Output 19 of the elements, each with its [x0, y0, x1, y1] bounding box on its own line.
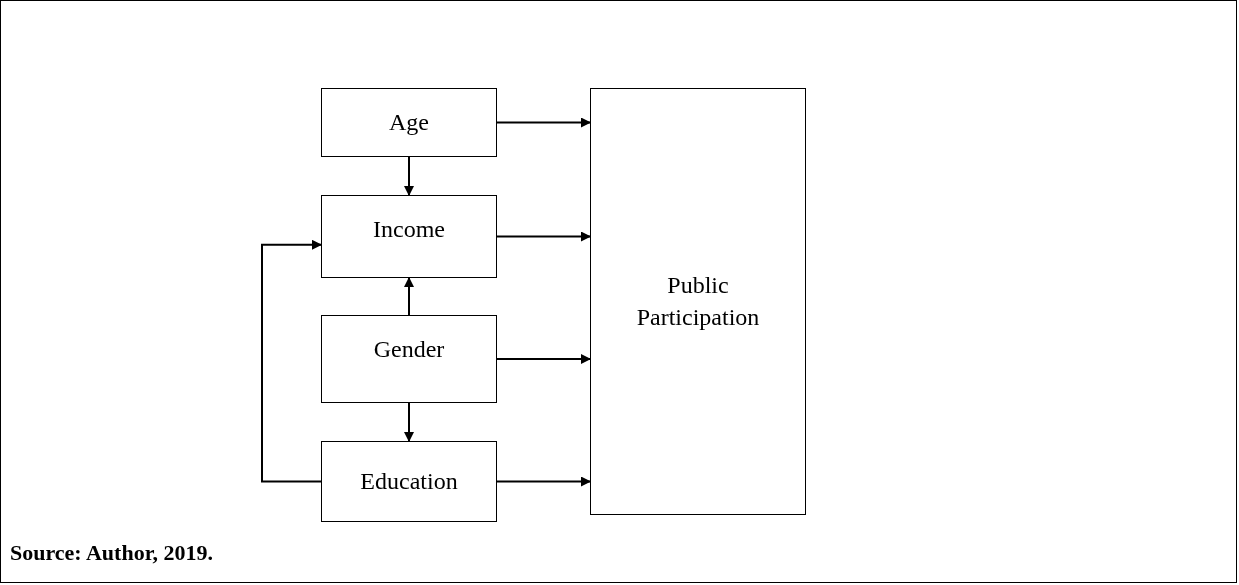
box-label: Gender: [373, 335, 445, 364]
source-caption: Source: Author, 2019.: [10, 540, 213, 566]
arrow: [404, 156, 414, 196]
process-box: [321, 88, 497, 157]
process-box: [321, 315, 497, 403]
arrow: [496, 117, 591, 128]
box-label: Age: [389, 108, 429, 137]
process-box: [321, 195, 497, 278]
arrow: [496, 476, 591, 487]
arrow: [496, 354, 591, 364]
box-label: Income: [373, 215, 445, 244]
process-box: [590, 88, 806, 515]
arrow: [496, 231, 591, 242]
box-label: Education: [360, 466, 458, 496]
arrow: [261, 239, 322, 483]
arrow: [404, 402, 414, 442]
arrow: [404, 277, 414, 316]
process-box: [321, 441, 497, 522]
box-label: Public Participation: [635, 271, 761, 332]
